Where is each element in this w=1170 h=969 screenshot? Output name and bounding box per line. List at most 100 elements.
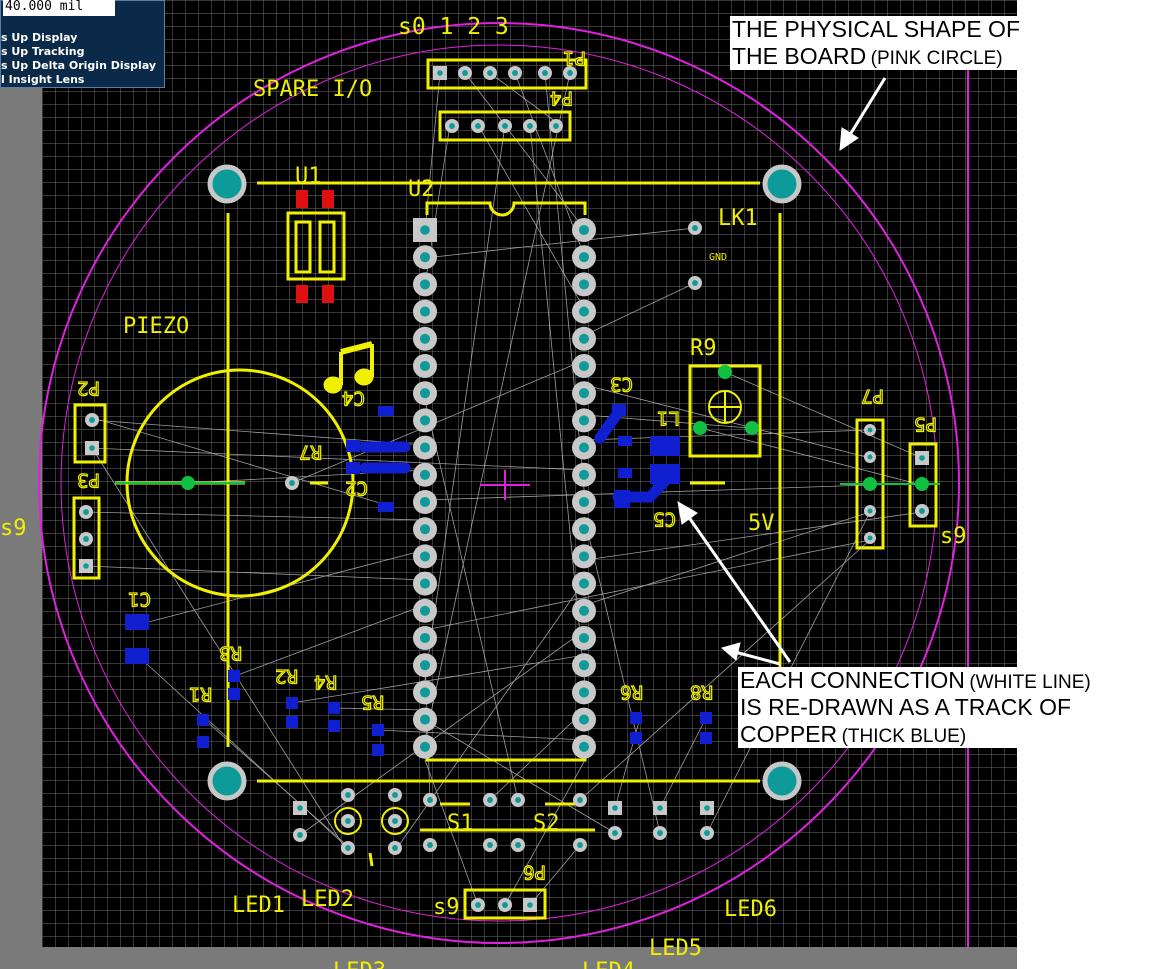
callout-connection: EACH CONNECTION (WHITE LINE) IS RE-DRAWN…: [738, 667, 1167, 748]
p4-pin-hole: [553, 123, 559, 129]
p6-pin-hole: [502, 902, 508, 908]
label-r4: R4: [314, 671, 337, 693]
p7-pin-hole: [867, 508, 873, 514]
heads-up-display: 40.000 mil s Up Display s Up Tracking s …: [0, 0, 165, 88]
label-c4: C4: [342, 387, 365, 409]
u2-pin-hole: [419, 306, 431, 317]
label-5v: 5V: [748, 511, 775, 536]
label-piezo: PIEZO: [123, 314, 189, 339]
switch-pin-hole: [487, 797, 493, 803]
arrow-icon: [677, 77, 887, 666]
label-r8: R8: [690, 681, 713, 703]
u2-pin-hole: [419, 252, 431, 263]
u2-pin-hole: [578, 551, 590, 562]
label-lk1: LK1: [718, 206, 758, 231]
label-led6: LED6: [724, 897, 777, 922]
led-pin-hole: [392, 792, 398, 798]
callout-connection-line2: IS RE-DRAWN AS A TRACK OF: [740, 694, 1072, 720]
u2-pin-hole: [419, 660, 431, 671]
p3-pin-hole: [83, 536, 89, 542]
hud-option-insight-lens[interactable]: l Insight Lens: [1, 73, 85, 86]
u2-pin-hole: [578, 524, 590, 535]
layer-label-right: s9: [940, 524, 967, 549]
hud-option-tracking[interactable]: s Up Tracking: [1, 45, 85, 58]
label-r2: R2: [275, 665, 298, 687]
u2-pin-hole: [578, 388, 590, 399]
led-pin-hole: [704, 830, 710, 836]
label-p7: P7: [861, 385, 884, 407]
board-outline: [38, 22, 960, 944]
p4-pin-hole: [449, 123, 455, 129]
switch-pin-hole: [515, 797, 521, 803]
led-outline: [381, 807, 409, 835]
label-p3: P3: [77, 469, 100, 491]
u2-pin-hole: [578, 660, 590, 671]
callout-connection-note: (WHITE LINE): [969, 672, 1091, 693]
switch-pin-hole: [487, 842, 493, 848]
u2-pin-hole: [419, 388, 431, 399]
p1-pin-hole: [512, 70, 518, 76]
callout-board-shape-line1: THE PHYSICAL SHAPE OF: [732, 16, 1020, 42]
label-p2: P2: [77, 377, 100, 399]
label-r6: R6: [620, 681, 643, 703]
led-pin-hole: [345, 845, 351, 851]
switch-pin-hole: [577, 842, 583, 848]
callout-connection-line3: COPPER: [740, 721, 838, 747]
led-pin-hole: [297, 805, 303, 811]
label-r1: R1: [189, 683, 212, 705]
u2-pin-hole: [578, 469, 590, 480]
unit-readout: 40.000 mil: [3, 0, 115, 16]
u1-red-pads: [296, 190, 334, 303]
hud-option-display[interactable]: s Up Display: [1, 31, 78, 44]
u2-pin-hole: [578, 496, 590, 508]
u2-pin-hole: [419, 632, 431, 644]
u2-pin-hole: [578, 714, 590, 725]
smd-pads: [125, 404, 712, 756]
p7-pin-hole: [867, 535, 873, 541]
workspace-grid: [42, 0, 1017, 947]
led-pin-hole: [657, 805, 663, 811]
bottom-margin: [42, 947, 1017, 969]
callout-connection-line1: EACH CONNECTION: [740, 667, 965, 693]
u2-pin-hole: [578, 360, 590, 372]
led-pin-hole: [612, 805, 618, 811]
u2-pin-hole: [578, 578, 590, 589]
u2-pin-hole: [578, 632, 590, 644]
u2-pin-hole: [578, 687, 590, 698]
left-margin: [0, 0, 42, 969]
callout-board-shape-line2: THE BOARD: [732, 43, 867, 69]
label-r9: R9: [690, 336, 717, 361]
label-p1: P1: [563, 47, 586, 69]
label-led2: LED2: [301, 887, 354, 912]
u2-pin-hole: [419, 333, 431, 344]
p2-pin-hole: [89, 417, 95, 423]
led-pin-hole: [345, 818, 351, 824]
u2-pin-hole: [419, 741, 431, 752]
label-led1: LED1: [232, 893, 285, 918]
p4-pin-hole: [527, 123, 533, 129]
led-pin-hole: [392, 818, 398, 824]
mounting-holes: [207, 164, 802, 801]
led-pin-hole: [392, 845, 398, 851]
label-led5: LED5: [649, 936, 702, 961]
u2-pin-hole: [419, 469, 431, 480]
p1-pin-hole: [437, 70, 443, 76]
u2-pin-hole: [578, 333, 590, 344]
switch-pin-hole: [577, 797, 583, 803]
music-note-icon: [323, 341, 374, 394]
label-s1: S1: [447, 811, 474, 836]
p4-pin-hole: [502, 123, 508, 129]
label-spare-io: SPARE I/O: [253, 77, 372, 102]
p5-pin-hole: [919, 508, 925, 514]
label-r3: R3: [219, 642, 242, 664]
led-pin-hole: [297, 832, 303, 838]
label-r5: R5: [361, 691, 384, 713]
u2-pin-hole: [419, 442, 431, 453]
p1-pin-hole: [542, 70, 548, 76]
hud-option-delta-origin[interactable]: s Up Delta Origin Display: [1, 59, 157, 72]
p7-pin-hole: [867, 427, 873, 433]
p3-pin-hole: [83, 563, 89, 569]
label-u2: U2: [408, 177, 435, 202]
led-pin-hole: [612, 830, 618, 836]
